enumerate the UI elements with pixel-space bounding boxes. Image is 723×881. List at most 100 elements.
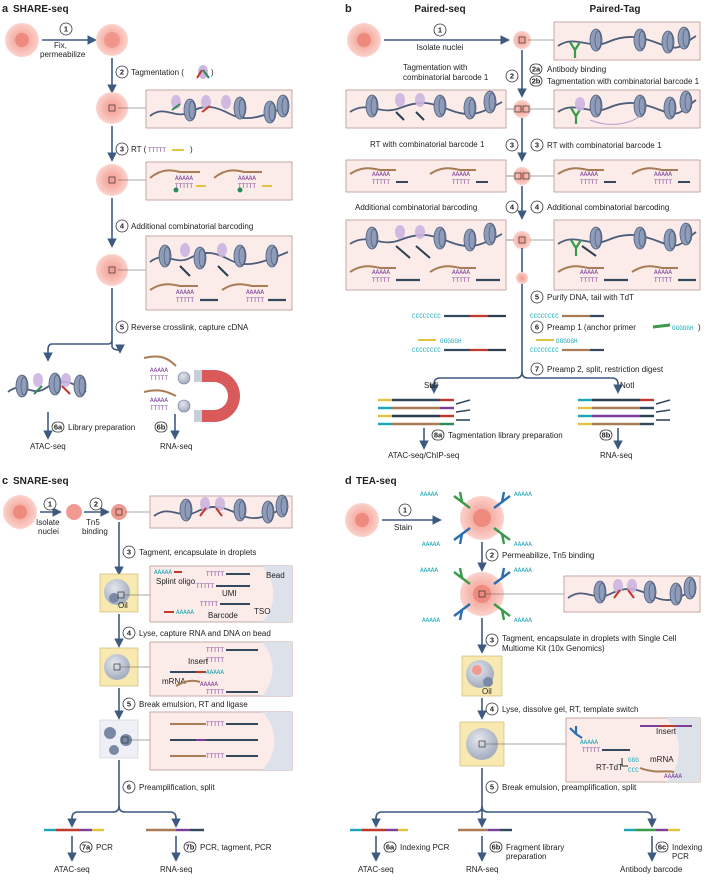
capture-zoom-box: AAAAA TTTTT Insert RT-TdT GGG CCC mRNA A… [565, 717, 701, 783]
panel-b: b Paired-seq Paired-Tag 1 Isolate nuclei… [345, 3, 701, 460]
splint-oligo-label: Splint oligo [156, 577, 196, 586]
poly-a: AAAAA [422, 541, 440, 548]
step-badge: 2 [89, 497, 103, 511]
chromatin-zoom-box [145, 89, 293, 129]
poly-a: AAAAA [420, 491, 438, 498]
svg-text:1: 1 [438, 26, 442, 35]
cell-icon [513, 167, 531, 185]
tn5-icon [196, 65, 210, 79]
oil-label: Oil [118, 601, 128, 610]
mrna-label: mRNA [162, 677, 186, 686]
paired-tag-zoom-4: AAAAA TTTTT AAAAA TTTTT [553, 219, 701, 291]
paired-tag-zoom-3: AAAAA TTTTT AAAAA TTTTT [553, 159, 701, 193]
output-rna-seq: RNA-seq [160, 442, 192, 451]
step-badge: 2 [505, 69, 519, 83]
step-badge: 6 [122, 780, 136, 794]
step-badge: 2 [115, 65, 129, 79]
poly-a: AAAAA [514, 491, 532, 498]
step-badge: 2b [529, 75, 543, 87]
step-badge: 2a [529, 63, 543, 75]
poly-a: AAAAA [664, 773, 682, 780]
step2-label-line1: Tagmentation with [403, 63, 467, 72]
tso-label: TSO [254, 607, 270, 616]
step3-label-2: Multiome Kit (10x Genomics) [502, 644, 605, 653]
poly-t: TTTTT [150, 375, 168, 382]
step2a-label: Antibody binding [547, 65, 606, 74]
poly-c: CCCCCCCC [412, 347, 441, 354]
cell-icon [96, 164, 128, 196]
step-badge: 5 [122, 697, 136, 711]
dna-fragments-step5: CCCCCCCC CCCCCCCC [412, 313, 604, 320]
step-badge: 7b [183, 841, 197, 853]
cell-icon [3, 495, 37, 529]
svg-text:2: 2 [94, 500, 98, 509]
svg-text:3: 3 [535, 141, 539, 150]
step6c-label-1: Indexing [672, 843, 702, 852]
step-badge: 1 [43, 497, 57, 511]
step-badge: 6c [655, 841, 669, 853]
panel-b-letter: b [345, 3, 352, 15]
svg-text:4: 4 [490, 705, 495, 714]
output-atac-seq: ATAC-seq [30, 442, 66, 451]
output-atac-chip-seq: ATAC-seq/ChIP-seq [388, 451, 459, 460]
step1-label: Fix, [54, 41, 67, 50]
poly-a: AAAAA [372, 269, 390, 276]
step8a-label: Tagmentation library preparation [448, 431, 563, 440]
anchor-primer-seq: GGGGGH [672, 325, 694, 332]
chromatin-zoom-box [149, 494, 293, 529]
svg-text:3: 3 [510, 141, 514, 150]
step-badge: 3 [505, 138, 519, 152]
step-badge: 4 [530, 200, 544, 214]
ligation-zoom-box: TTTTT TTTTT [149, 711, 293, 771]
paired-tag-zoom-2 [553, 89, 701, 129]
step1-label: Stain [394, 523, 412, 532]
panel-d-title: TEA-seq [356, 476, 397, 487]
step1-label-2: nuclei [38, 527, 59, 536]
step-badge: 5 [115, 320, 129, 334]
step2-label-line2: combinatorial barcode 1 [403, 73, 489, 82]
poly-t: TTTTT [175, 183, 193, 190]
poly-a: AAAAA [514, 617, 532, 624]
step-badge: 5 [485, 780, 499, 794]
cell-icon [516, 272, 528, 284]
poly-t: TTTTT [654, 277, 672, 284]
step6a-label: Library preparation [68, 423, 135, 432]
svg-text:5: 5 [127, 700, 131, 709]
antibody-stained-cell: AAAAA AAAAA AAAAA AAAAA [420, 491, 532, 548]
step6-label-end: ) [698, 323, 701, 332]
poly-t: TTTTT [246, 297, 264, 304]
poly-a: AAAAA [580, 269, 598, 276]
step-badge: 3 [485, 633, 499, 647]
step4-label: Lyse, dissolve gel, RT, template switch [502, 705, 639, 714]
svg-text:4: 4 [535, 203, 540, 212]
poly-a: AAAAA [452, 269, 470, 276]
step1-label-2: permeabilize [40, 50, 86, 59]
chromatin-zoom-box [563, 575, 701, 613]
step2-label-end: ) [211, 68, 214, 77]
svg-text:3: 3 [120, 145, 124, 154]
svg-text:5: 5 [120, 323, 124, 332]
step3-label-end: ) [190, 145, 193, 154]
step-badge: 7a [79, 841, 93, 853]
step5-label: Break emulsion, RT and ligase [139, 700, 248, 709]
svg-text:6: 6 [535, 323, 539, 332]
ccc-seq: CCC [628, 767, 639, 774]
step6b-label-2: preparation [506, 852, 546, 861]
svg-text:5: 5 [535, 293, 539, 302]
barcode-label: Barcode [208, 611, 238, 620]
step-badge: 4 [122, 626, 136, 640]
svg-text:3: 3 [490, 636, 494, 645]
dna-fragments-step6: GGGGGH CCCCCCCC GGGGGH CCCCCCCC [412, 338, 604, 354]
svg-text:2: 2 [120, 68, 124, 77]
ggg-seq: GGG [628, 757, 639, 764]
svg-text:8a: 8a [434, 431, 443, 440]
output-atac-seq: ATAC-seq [358, 865, 394, 874]
step7b-label: PCR, tagment, PCR [200, 843, 272, 852]
poly-a: AAAAA [175, 175, 193, 182]
svg-text:8b: 8b [602, 431, 611, 440]
step-badge: 1 [59, 22, 73, 36]
svg-text:7b: 7b [186, 843, 195, 852]
poly-t: TTTTT [452, 179, 470, 186]
paired-tag-zoom-1 [553, 21, 701, 61]
step7a-label: PCR [96, 843, 113, 852]
